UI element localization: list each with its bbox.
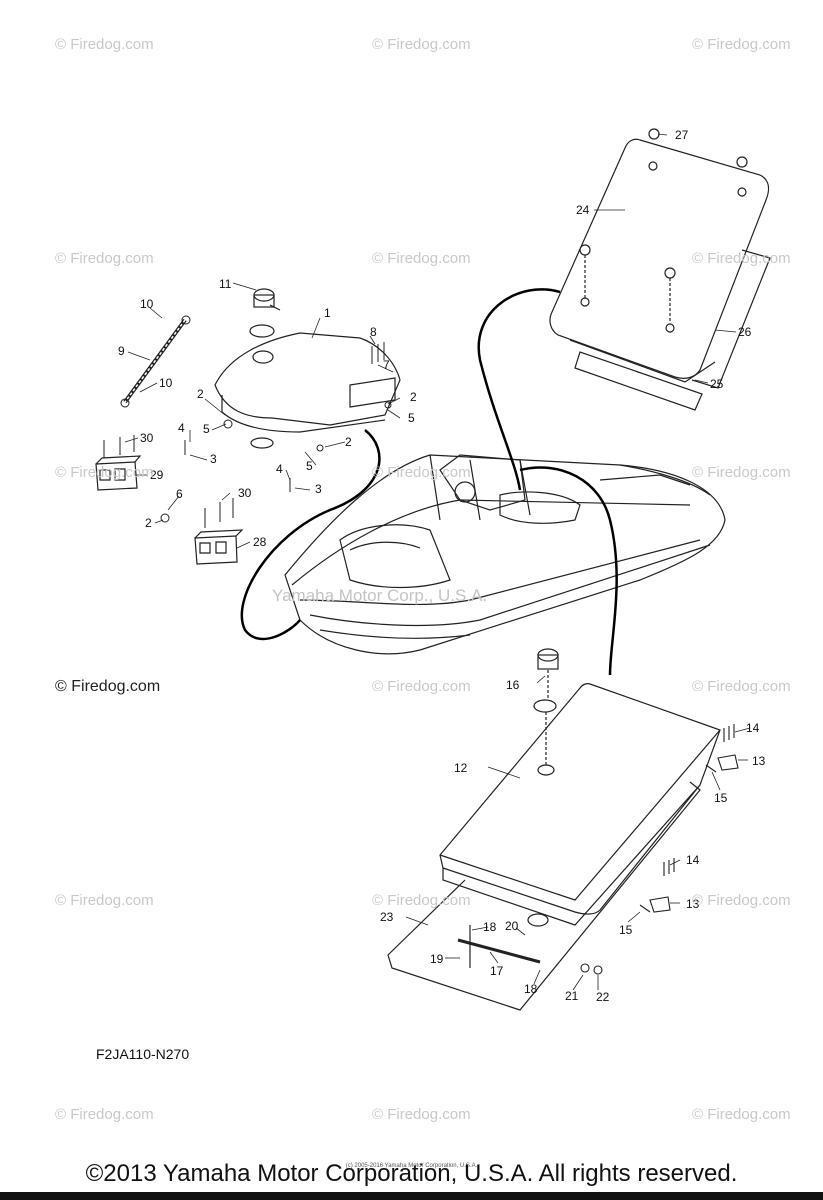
watermark: © Firedog.com — [372, 36, 471, 53]
callout-28: 28 — [253, 535, 267, 549]
watermark: © Firedog.com — [372, 892, 471, 909]
callout-4a: 4 — [178, 421, 185, 435]
watermark: © Firedog.com — [55, 1106, 154, 1123]
watermark: © Firedog.com — [692, 464, 791, 481]
callout-2b: 2 — [410, 390, 417, 404]
callout-18b: 18 — [524, 982, 538, 996]
storage-lid-front — [214, 324, 401, 449]
callout-3a: 3 — [210, 452, 217, 466]
callout-14a: 14 — [746, 721, 760, 735]
callout-17: 17 — [490, 964, 504, 978]
callout-12: 12 — [454, 761, 468, 775]
cap-part-11 — [253, 288, 281, 311]
fasteners — [103, 342, 392, 528]
watermark: © Firedog.com — [372, 678, 471, 695]
watermark: © Firedog.com — [692, 892, 791, 909]
watermark: © Firedog.com — [372, 464, 471, 481]
callout-25: 25 — [710, 377, 724, 391]
cable-lines — [240, 288, 618, 676]
callout-10b: 10 — [159, 376, 173, 390]
callout-13b: 13 — [686, 897, 700, 911]
bottom-edge — [0, 1192, 823, 1200]
callout-30b: 30 — [238, 486, 252, 500]
watermark: © Firedog.com — [55, 36, 154, 53]
watermark: © Firedog.com — [372, 250, 471, 267]
callout-13a: 13 — [752, 754, 766, 768]
callout-7: 7 — [383, 358, 390, 372]
watermark: © Firedog.com — [55, 678, 161, 695]
bracket-part-28 — [194, 529, 244, 565]
fine-print: (c) 2005-2016 Yamaha Motor Corporation, … — [345, 1163, 478, 1169]
watermark: © Firedog.com — [372, 1106, 471, 1123]
callout-5b: 5 — [408, 411, 415, 425]
callout-2d: 2 — [145, 516, 152, 530]
callout-15a: 15 — [714, 791, 728, 805]
callout-5a: 5 — [203, 422, 210, 436]
bracket-part-29 — [95, 455, 142, 491]
hinge-brackets — [580, 724, 739, 975]
callout-6: 6 — [176, 487, 183, 501]
strap-part-9 — [120, 315, 191, 408]
callout-21: 21 — [565, 989, 579, 1003]
watermark: © Firedog.com — [692, 36, 791, 53]
callout-30a: 30 — [140, 431, 154, 445]
center-watermark: Yamaha Motor Corp., U.S.A. — [272, 586, 488, 605]
callout-1: 1 — [324, 306, 331, 320]
watermark: © Firedog.com — [692, 1106, 791, 1123]
watermark: © Firedog.com — [55, 464, 154, 481]
callout-8: 8 — [370, 325, 377, 339]
watermark: © Firedog.com — [55, 250, 154, 267]
boat-hull — [284, 454, 726, 655]
callout-15b: 15 — [619, 923, 633, 937]
callout-16: 16 — [506, 678, 520, 692]
callout-2c: 2 — [345, 435, 352, 449]
callout-18a: 18 — [483, 920, 497, 934]
callout-4b: 4 — [276, 462, 283, 476]
callout-24: 24 — [576, 203, 590, 217]
callout-9: 9 — [118, 344, 125, 358]
callout-19: 19 — [430, 952, 444, 966]
callout-26: 26 — [738, 325, 752, 339]
callout-23: 23 — [380, 910, 394, 924]
callout-3b: 3 — [315, 482, 322, 496]
seat-cushion-upper — [549, 128, 771, 411]
callout-14b: 14 — [686, 853, 700, 867]
watermark: © Firedog.com — [55, 892, 154, 909]
leader-lines — [124, 133, 751, 991]
diagram-code: F2JA110-N270 — [96, 1046, 190, 1062]
callout-27: 27 — [675, 128, 689, 142]
callout-2a: 2 — [197, 387, 204, 401]
copyright-notice: ©2013 Yamaha Motor Corporation, U.S.A. A… — [85, 1160, 738, 1187]
seat-cushion-lower — [387, 648, 721, 1011]
callout-5c: 5 — [306, 459, 313, 473]
callout-22: 22 — [596, 990, 610, 1004]
callout-20: 20 — [505, 919, 519, 933]
callout-10a: 10 — [140, 297, 154, 311]
callout-29: 29 — [150, 468, 164, 482]
watermark: © Firedog.com — [692, 250, 791, 267]
callout-labels: 1 2 2 2 2 3 3 4 4 5 5 5 6 7 8 9 10 10 11… — [118, 128, 766, 1004]
callout-11: 11 — [219, 277, 232, 291]
watermark: © Firedog.com — [692, 678, 791, 695]
